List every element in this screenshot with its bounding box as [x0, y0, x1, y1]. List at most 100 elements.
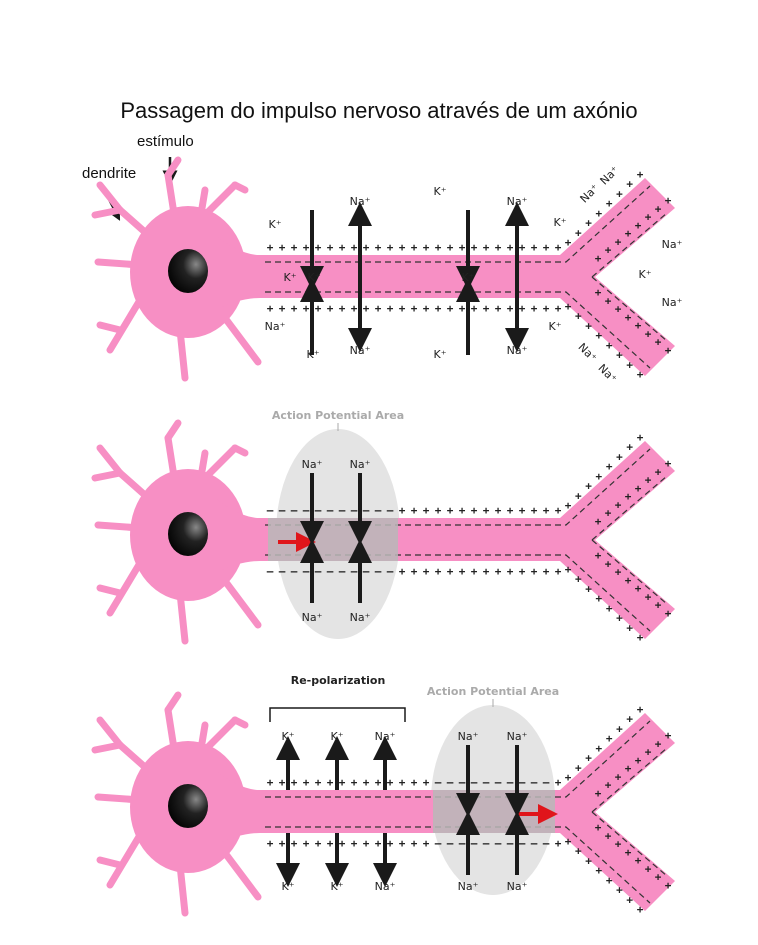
membrane-dash-line — [591, 539, 668, 605]
page-title: Passagem do impulso nervoso através de u… — [120, 98, 637, 123]
plus-sign: + — [626, 358, 633, 371]
plus-sign: + — [423, 241, 430, 254]
dendrite — [201, 444, 239, 482]
plus-sign: + — [555, 302, 562, 315]
plus-sign: + — [507, 302, 514, 315]
plus-sign: + — [575, 310, 582, 323]
plus-sign: + — [339, 302, 346, 315]
plus-sign: + — [459, 241, 466, 254]
plus-sign: + — [605, 294, 612, 307]
plus-sign: – — [507, 837, 514, 850]
dendrite — [164, 691, 182, 714]
plus-sign: + — [387, 302, 394, 315]
plus-sign: + — [375, 776, 382, 789]
plus-sign: – — [303, 504, 310, 517]
plus-sign: – — [267, 565, 274, 578]
potassium-ion-label: K⁺ — [553, 216, 566, 229]
nucleus — [168, 249, 208, 293]
sodium-ion-label: Na⁺ — [662, 296, 683, 309]
sodium-ion-label: Na⁺ — [507, 730, 528, 743]
plus-sign: + — [655, 737, 662, 750]
plus-sign: + — [435, 504, 442, 517]
sodium-ion-label: Na⁺ — [662, 238, 683, 251]
plus-sign: + — [596, 207, 603, 220]
plus-sign: + — [351, 776, 358, 789]
plus-sign: + — [635, 219, 642, 232]
plus-sign: + — [605, 244, 612, 257]
plus-sign: + — [291, 837, 298, 850]
dendrite — [231, 181, 249, 194]
plus-sign: + — [411, 241, 418, 254]
plus-sign: + — [267, 302, 274, 315]
dendrite — [91, 206, 124, 219]
plus-sign: + — [351, 837, 358, 850]
plus-sign: + — [495, 241, 502, 254]
plus-sign: + — [339, 241, 346, 254]
plus-sign: + — [626, 893, 633, 906]
plus-sign: + — [595, 515, 602, 528]
plus-sign: + — [637, 431, 644, 444]
plus-sign: – — [543, 837, 550, 850]
membrane-dash-line — [265, 720, 651, 798]
plus-sign: + — [423, 504, 430, 517]
plus-sign: + — [645, 211, 652, 224]
dendrite — [221, 577, 262, 629]
plus-sign: + — [339, 776, 346, 789]
plus-sign: + — [635, 754, 642, 767]
potassium-ion-label: K⁺ — [433, 348, 446, 361]
plus-sign: + — [585, 752, 592, 765]
plus-sign: + — [645, 590, 652, 603]
plus-sign: + — [555, 837, 562, 850]
plus-sign: + — [399, 302, 406, 315]
plus-sign: + — [447, 302, 454, 315]
plus-sign: + — [615, 235, 622, 248]
dendrite — [164, 419, 182, 442]
membrane-dash-line — [591, 475, 668, 541]
plus-sign: + — [665, 194, 672, 207]
sodium-ion-label: Na⁺ — [375, 880, 396, 893]
plus-sign: + — [615, 770, 622, 783]
plus-sign: + — [291, 776, 298, 789]
plus-sign: + — [595, 821, 602, 834]
plus-sign: + — [665, 607, 672, 620]
neuron-3: ++++++++++++++++++++++++++++––––––––––––… — [91, 691, 675, 917]
plus-sign: + — [555, 241, 562, 254]
dendrite — [91, 469, 124, 482]
dendrite — [106, 296, 144, 354]
plus-sign: – — [291, 565, 298, 578]
plus-sign: – — [435, 837, 442, 850]
repolarization-label: Re-polarization — [291, 674, 386, 687]
plus-sign: + — [615, 566, 622, 579]
dendrite — [164, 156, 182, 179]
plus-sign: + — [565, 300, 572, 313]
plus-sign: + — [595, 286, 602, 299]
plus-sign: + — [616, 187, 623, 200]
plus-sign: + — [596, 329, 603, 342]
repolarization-bracket — [269, 707, 406, 722]
nucleus — [168, 784, 208, 828]
plus-sign: + — [327, 241, 334, 254]
plus-sign: + — [267, 776, 274, 789]
plus-sign: – — [519, 776, 526, 789]
plus-sign: + — [635, 482, 642, 495]
plus-sign: + — [411, 504, 418, 517]
plus-sign: + — [507, 565, 514, 578]
plus-sign: + — [585, 217, 592, 230]
plus-sign: + — [351, 302, 358, 315]
plus-sign: + — [605, 829, 612, 842]
plus-sign: + — [655, 599, 662, 612]
plus-sign: + — [423, 837, 430, 850]
plus-sign: + — [423, 776, 430, 789]
potassium-ion-label: K⁺ — [330, 880, 343, 893]
plus-sign: – — [315, 565, 322, 578]
plus-sign: + — [596, 742, 603, 755]
potassium-ion-label: K⁺ — [307, 271, 320, 284]
plus-sign: + — [519, 302, 526, 315]
membrane-dash-line — [591, 276, 668, 342]
plus-sign: + — [471, 565, 478, 578]
plus-sign: – — [327, 504, 334, 517]
plus-sign: – — [531, 837, 538, 850]
plus-sign: + — [495, 302, 502, 315]
